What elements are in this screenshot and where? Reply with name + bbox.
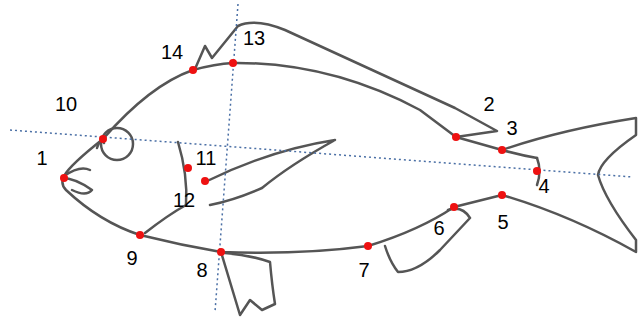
callout-number: 4: [538, 176, 549, 196]
callout-number: 9: [126, 248, 137, 268]
callout-number: 10: [55, 94, 77, 114]
callout-number: 5: [497, 212, 508, 232]
callout-number: 3: [506, 118, 517, 138]
callout-number: 11: [196, 148, 217, 168]
callout-number: 12: [173, 190, 195, 210]
callout-number: 7: [358, 260, 369, 280]
callout-number: 14: [161, 42, 183, 62]
callout-number: 8: [196, 260, 207, 280]
callout-number: 13: [243, 28, 265, 48]
callout-number: 6: [433, 218, 444, 238]
callout-number: 1: [36, 148, 47, 168]
callout-number: 2: [483, 94, 494, 114]
